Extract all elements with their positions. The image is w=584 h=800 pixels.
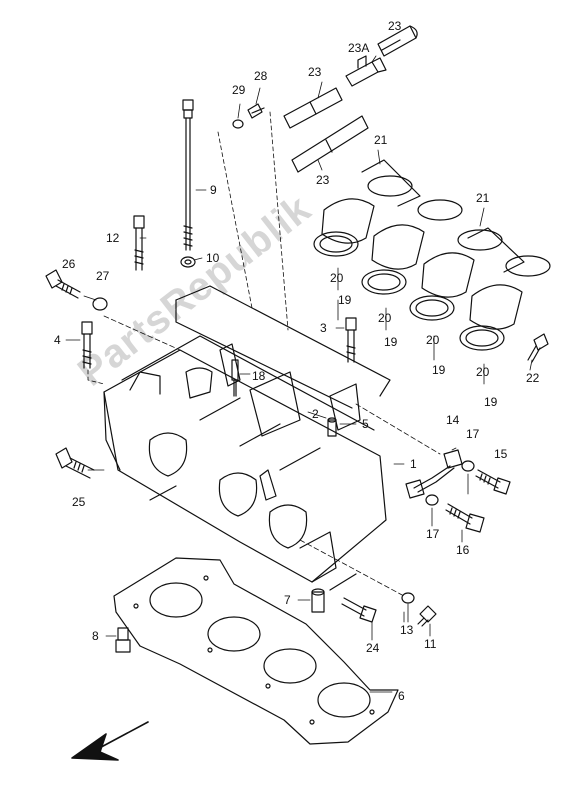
callout-20: 20	[378, 311, 392, 325]
front-arrow-icon	[71, 721, 149, 761]
callout-18: 18	[252, 369, 266, 383]
callout-14: 14	[446, 413, 460, 427]
callout-25: 25	[72, 495, 86, 509]
callout-8: 8	[92, 629, 99, 643]
callout-15: 15	[494, 447, 508, 461]
bolt-28-icon	[247, 103, 265, 119]
bolt-12-icon	[133, 215, 145, 271]
washer-27-icon	[92, 297, 108, 311]
callout-4: 4	[54, 333, 61, 347]
callout-20: 20	[476, 365, 490, 379]
bolt-11-icon	[417, 605, 437, 627]
washer-13-icon	[401, 592, 415, 604]
callout-29: 29	[232, 83, 246, 97]
callout-19: 19	[484, 395, 498, 409]
callout-17: 17	[466, 427, 480, 441]
callout-28: 28	[254, 69, 268, 83]
callout-27: 27	[96, 269, 110, 283]
callout-12: 12	[106, 231, 120, 245]
bolt-16-icon	[445, 503, 485, 533]
callout-5: 5	[362, 417, 369, 431]
bolt-8-icon	[115, 627, 131, 653]
bolt-24-icon	[341, 597, 377, 623]
callout-23a: 23A	[348, 41, 370, 55]
callout-20: 20	[426, 333, 440, 347]
bolt-4-icon	[81, 321, 93, 369]
callout-20: 20	[330, 271, 344, 285]
bolt-3-icon	[345, 317, 357, 363]
spark-plug-18-icon	[231, 359, 239, 397]
washer-10-icon	[180, 256, 196, 268]
callout-3: 3	[320, 321, 327, 335]
callout-23: 23	[316, 173, 330, 187]
callout-23: 23	[388, 19, 402, 33]
callout-21: 21	[476, 191, 490, 205]
washer-17a-icon	[461, 460, 475, 472]
callout-9: 9	[210, 183, 217, 197]
bolt-25-icon	[55, 447, 95, 479]
head-gasket-6	[113, 557, 399, 745]
screw-22-icon	[527, 333, 549, 363]
leader-lines	[65, 55, 533, 693]
bolt-15-icon	[475, 469, 511, 495]
callout-16: 16	[456, 543, 470, 557]
callout-10: 10	[206, 251, 220, 265]
callout-26: 26	[62, 257, 76, 271]
dowel-7-icon	[311, 591, 325, 613]
callout-1: 1	[410, 457, 417, 471]
callout-19: 19	[432, 363, 446, 377]
callout-6: 6	[398, 689, 405, 703]
callout-19: 19	[338, 293, 352, 307]
callout-21: 21	[374, 133, 388, 147]
washer-29-icon	[232, 119, 244, 129]
cylinder-head-1	[103, 285, 391, 591]
callout-2: 2	[312, 407, 319, 421]
callout-19: 19	[384, 335, 398, 349]
dowel-2-icon	[327, 419, 337, 437]
breather-hoses	[283, 25, 418, 173]
callout-13: 13	[400, 623, 414, 637]
callout-7: 7	[284, 593, 291, 607]
washer-17b-icon	[425, 494, 439, 506]
callout-23: 23	[308, 65, 322, 79]
bolt-26-icon	[45, 269, 81, 299]
callout-17: 17	[426, 527, 440, 541]
callout-24: 24	[366, 641, 380, 655]
callout-11: 11	[424, 637, 437, 651]
callout-22: 22	[526, 371, 540, 385]
intake-boots	[313, 159, 551, 351]
stud-bolt-9-icon	[182, 99, 194, 251]
